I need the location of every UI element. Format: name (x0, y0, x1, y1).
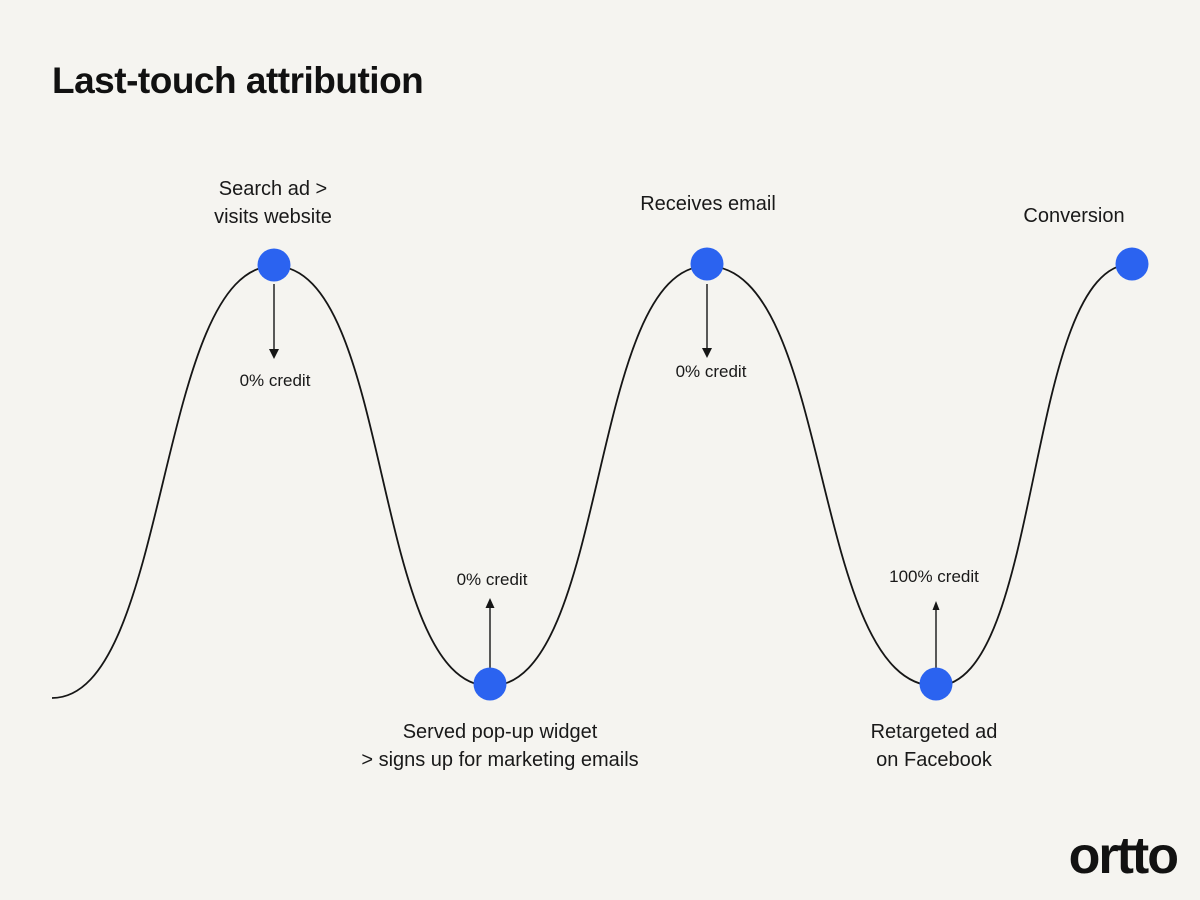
touchpoint-dot-search-ad (257, 248, 291, 282)
credit-label-retargeted-ad: 100% credit (889, 567, 979, 586)
touchpoint-dot-conversion (1115, 247, 1149, 281)
touchpoint-label-popup-widget: Served pop-up widget > signs up for mark… (361, 721, 639, 771)
touchpoint-dot-receives-email (690, 247, 724, 281)
touchpoint-label-conversion: Conversion (1023, 205, 1125, 227)
journey-curve (51, 263, 1133, 699)
page-title: Last-touch attribution (52, 60, 424, 101)
credit-arrow-up-2 (932, 601, 940, 668)
touchpoint-label-receives-email: Receives email (640, 193, 776, 215)
touchpoint-label-retargeted-ad: Retargeted ad on Facebook (870, 721, 998, 771)
ortto-logo: ortto (1068, 827, 1179, 885)
credit-arrow-up-1 (485, 598, 495, 668)
credit-label-receives-email: 0% credit (675, 362, 747, 381)
touchpoint-dot-popup-widget (473, 667, 507, 701)
credit-label-search-ad: 0% credit (239, 371, 311, 390)
touchpoint-dot-retargeted-ad (919, 667, 953, 701)
credit-arrow-down-1 (269, 284, 279, 359)
touchpoint-label-search-ad: Search ad > visits website (214, 178, 332, 228)
credit-label-popup-widget: 0% credit (456, 570, 528, 589)
credit-arrow-down-2 (702, 284, 712, 358)
